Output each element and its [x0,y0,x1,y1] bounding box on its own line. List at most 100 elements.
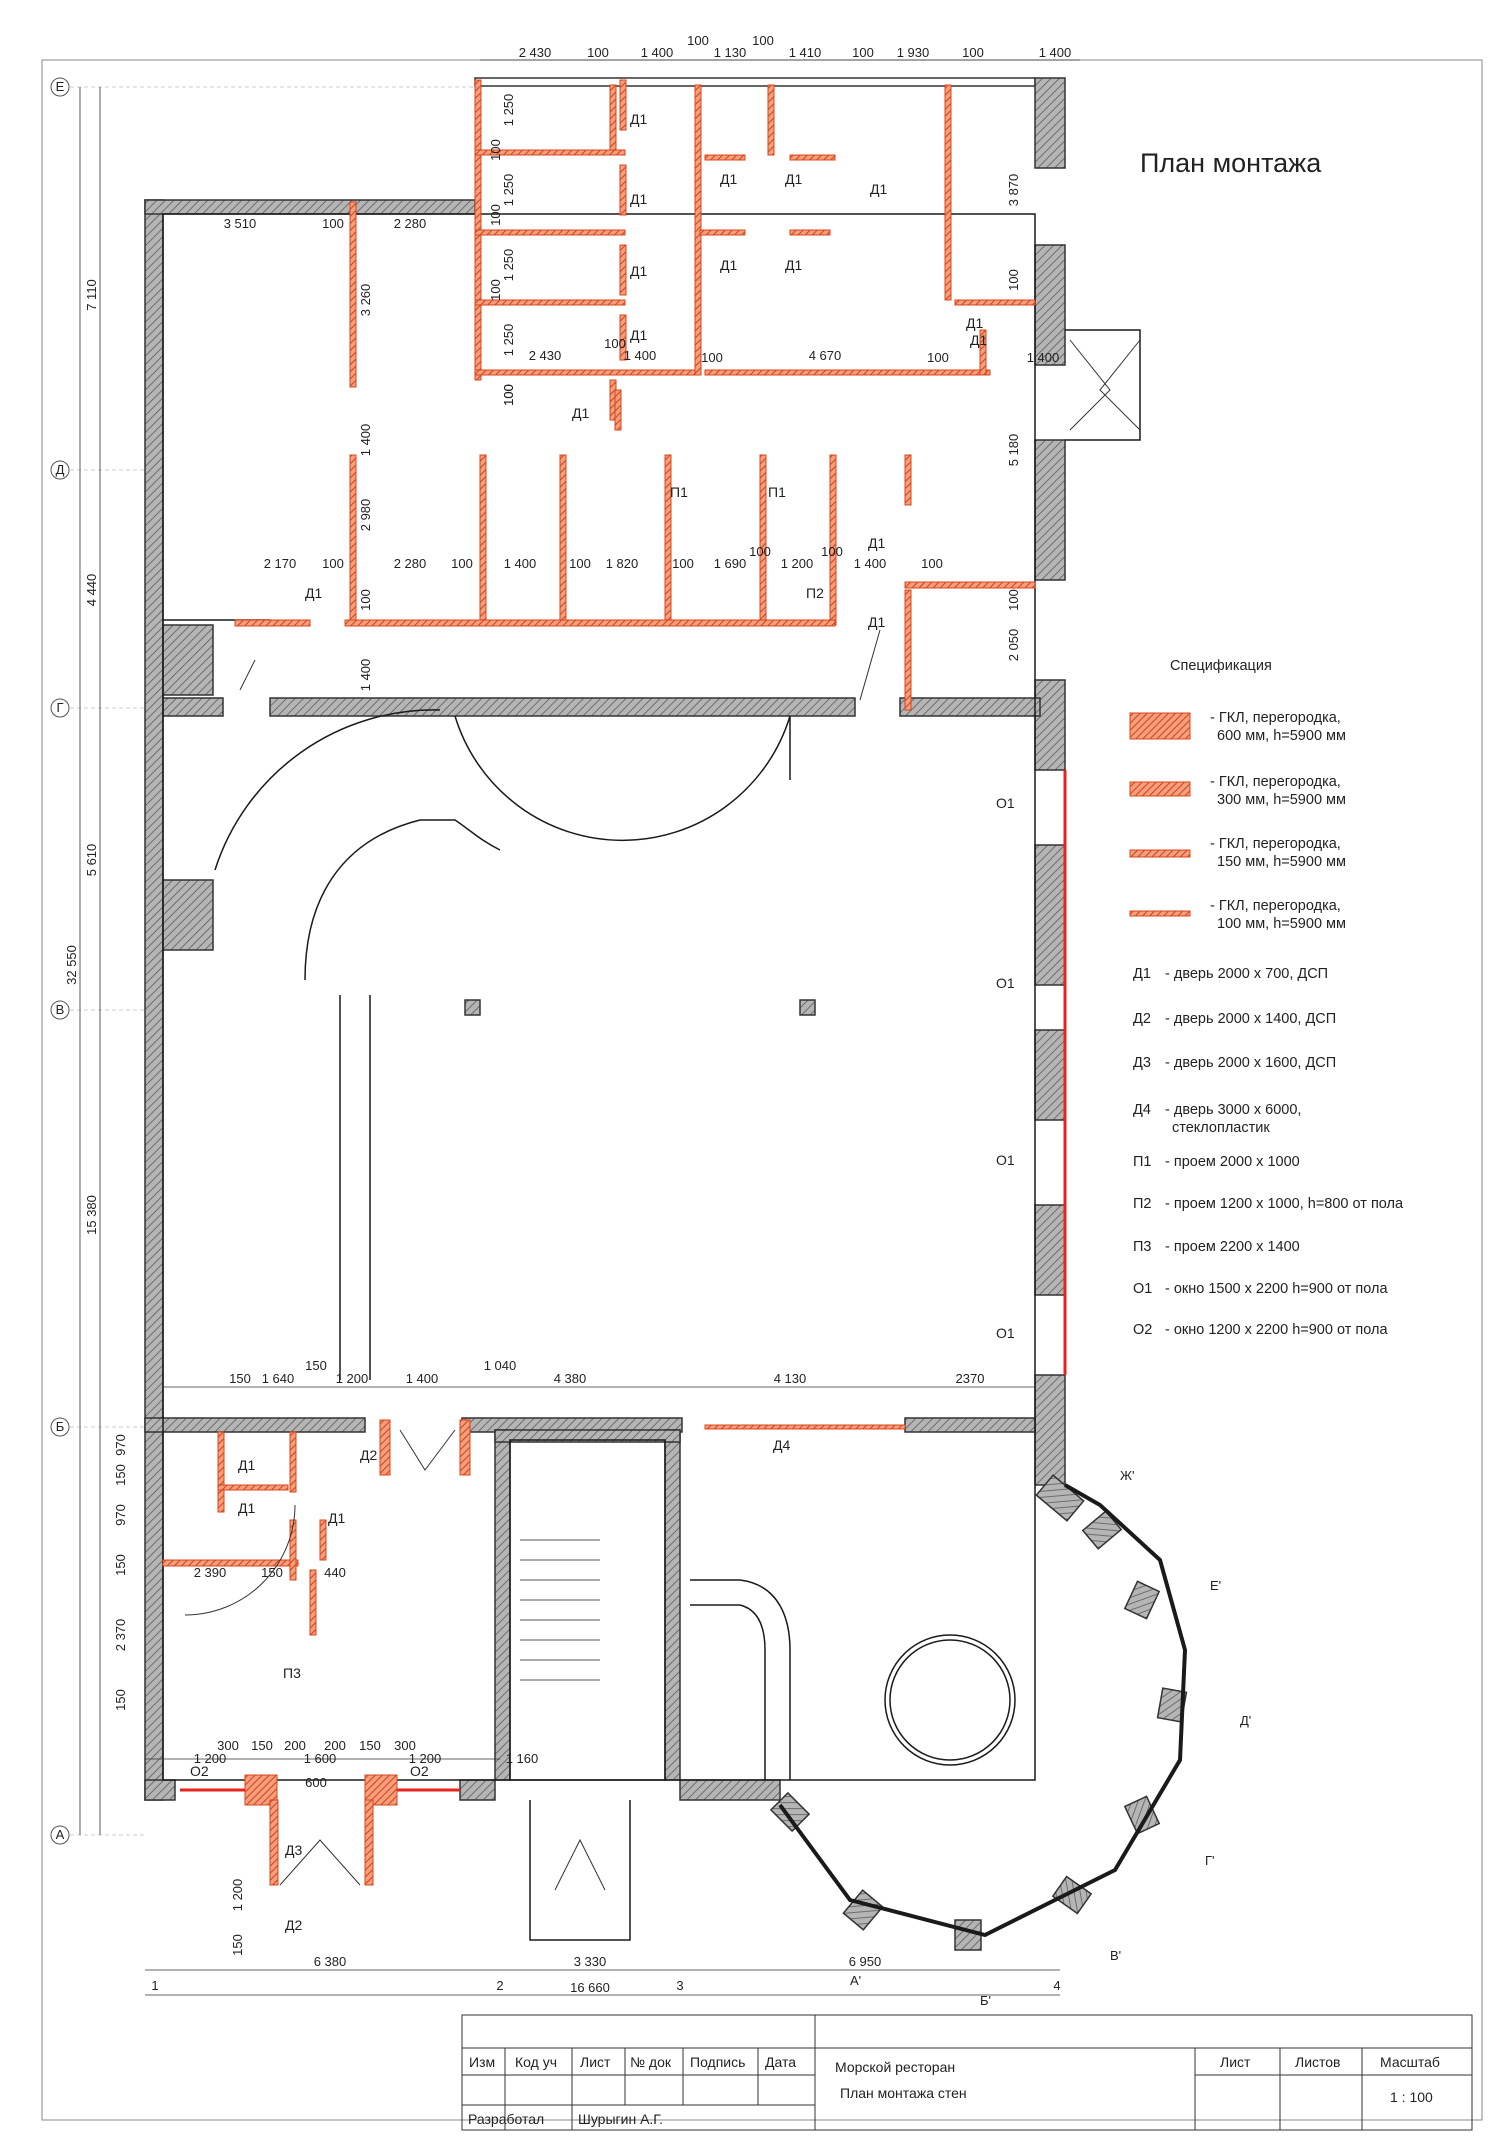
axis-arc-g: Г' [1205,1853,1215,1868]
dimension-label: 1 250 [501,174,516,207]
axis-row-d: Д [56,462,65,477]
dimension-label: 1 200 [781,556,814,571]
project-name: Морской ресторан [835,2059,955,2075]
dims-wc-heights: 1 250 1 250 1 250 1 250 100 100 100 100 [488,94,516,406]
dimension-label: 1 040 [484,1358,517,1373]
dimension-label: 5 180 [1006,434,1021,467]
dimension-label: - окно 1200 х 2200 h=900 от пола [1165,1322,1388,1338]
dims-front: 300 150 200 200 150 300 1 200 1 600 1 20… [145,1738,538,1790]
dimension-label: 300 мм, h=5900 мм [1217,792,1346,808]
mark-p1-a: П1 [670,484,688,500]
dimension-label: 100 [322,556,344,571]
dims-vestibule: 1 200 150 [230,1879,245,1956]
mark-d1-j: Д1 [572,405,589,421]
sheet-frame [41,59,1483,2121]
mark-d2-b: Д2 [285,1917,302,1933]
dimension-label: 1 200 [409,1751,442,1766]
mark-o1-a: О1 [996,795,1015,811]
dimension-label: 150 [359,1738,381,1753]
dims-top: 2 430 100 1 400 100 1 130 100 1 410 100 … [480,33,1080,61]
mark-d3: Д3 [285,1842,302,1858]
dimension-label: 2 390 [194,1565,227,1580]
swatch-600 [1129,712,1191,740]
mark-d1-o: Д1 [305,585,322,601]
axis-row-e: Е [56,79,65,94]
mark-labels: Д1 Д1 Д1 Д1 Д1 Д1 Д1 Д1 Д1 Д1 Д1 Д1 Д1 Д… [190,111,1015,1933]
dimension-label: 3 260 [358,284,373,317]
axis-arc-v: В' [1110,1948,1121,1963]
title-block [461,2014,1473,2131]
dimension-label: 150 [261,1565,283,1580]
dimension-label: 2 370 [113,1619,128,1652]
axis-col-3: 3 [676,1978,683,1993]
axis-col-1: 1 [151,1978,158,1993]
mark-o2-a: О2 [190,1763,209,1779]
dimension-label: - дверь 2000 х 700, ДСП [1165,966,1328,982]
specification-legend: Спецификация - ГКЛ, перегородка, 600 мм,… [1129,658,1404,1338]
dimension-label: 6 950 [849,1954,882,1969]
dimension-label: 16 660 [570,1980,610,1995]
dimension-label: - дверь 2000 х 1600, ДСП [1165,1055,1336,1071]
mark-d1-g: Д1 [630,191,647,207]
dimension-label: 100 [1006,269,1021,291]
dimension-label: 100 [488,279,503,301]
dimension-label: 1 400 [406,1371,439,1386]
sheet-name: План монтажа стен [840,2085,967,2101]
swatch-300 [1129,781,1191,797]
dimension-label: 150 [230,1934,245,1956]
axis-row-a: А [56,1827,65,1842]
dimension-label: 2 170 [264,556,297,571]
dimension-label: 1 410 [789,45,822,60]
dimension-label: 2 050 [1006,629,1021,662]
dimension-label: Код уч [515,2054,557,2070]
mark-d1-r: Д1 [328,1510,345,1526]
dimension-label: 1 820 [606,556,639,571]
dimension-label: Масштаб [1380,2054,1440,2070]
axis-arc-zh: Ж' [1120,1468,1135,1483]
dimension-label: 970 [113,1434,128,1456]
axis-arc-a: А' [850,1973,861,1988]
axis-grid [70,86,480,1836]
axis-arc-e: Е' [1210,1578,1221,1593]
dimension-label: 100 [927,350,949,365]
scale-value: 1 : 100 [1390,2089,1433,2105]
dimension-label: 1 930 [897,45,930,60]
dimension-label: 100 [451,556,473,571]
swatch-150 [1129,849,1191,858]
dimension-label: 1 160 [506,1751,539,1766]
dimension-label: 1 250 [501,324,516,357]
dimension-label: Д1 [1133,966,1151,982]
dimension-label: 4 380 [554,1371,587,1386]
dimension-label: 1 400 [624,348,657,363]
dimension-label: стеклопластик [1172,1120,1270,1136]
dimension-label: 100 [488,139,503,161]
dimension-label: П3 [1133,1239,1152,1255]
dimension-label: 4 440 [84,574,99,607]
dimension-label: 100 [752,33,774,48]
dimension-label: 4 670 [809,348,842,363]
dimension-label: 100 [501,384,516,406]
mark-d1-i: Д1 [630,327,647,343]
dimension-label: 150 [251,1738,273,1753]
dimension-label: 2 280 [394,216,427,231]
dimension-label: О1 [1133,1281,1152,1297]
dimension-label: Подпись [690,2054,745,2070]
dims-row-bottom: 150 1 640 150 1 200 1 400 1 040 4 380 4 … [163,1358,1035,1388]
dimension-label: 2 280 [394,556,427,571]
door-swings [184,339,1141,1891]
dimension-label: 15 380 [84,1195,99,1235]
dimension-label: 100 [1006,589,1021,611]
mark-o2-b: О2 [410,1763,429,1779]
dimension-label: - ГКЛ, перегородка, [1210,710,1341,726]
dimension-label: 150 [305,1358,327,1373]
dimension-label: 1 250 [501,94,516,127]
dims-wc-lower: 970 150 970 150 2 370 150 2 390 150 440 [113,1434,346,1711]
dimension-label: 2370 [956,1371,985,1386]
dimension-label: - окно 1500 х 2200 h=900 от пола [1165,1281,1388,1297]
mark-d1-f: Д1 [785,257,802,273]
dimension-label: 1 400 [358,659,373,692]
mark-d1-h: Д1 [630,263,647,279]
mark-o1-d: О1 [996,1325,1015,1341]
mark-d2-a: Д2 [360,1447,377,1463]
axis-col-2: 2 [496,1978,503,1993]
